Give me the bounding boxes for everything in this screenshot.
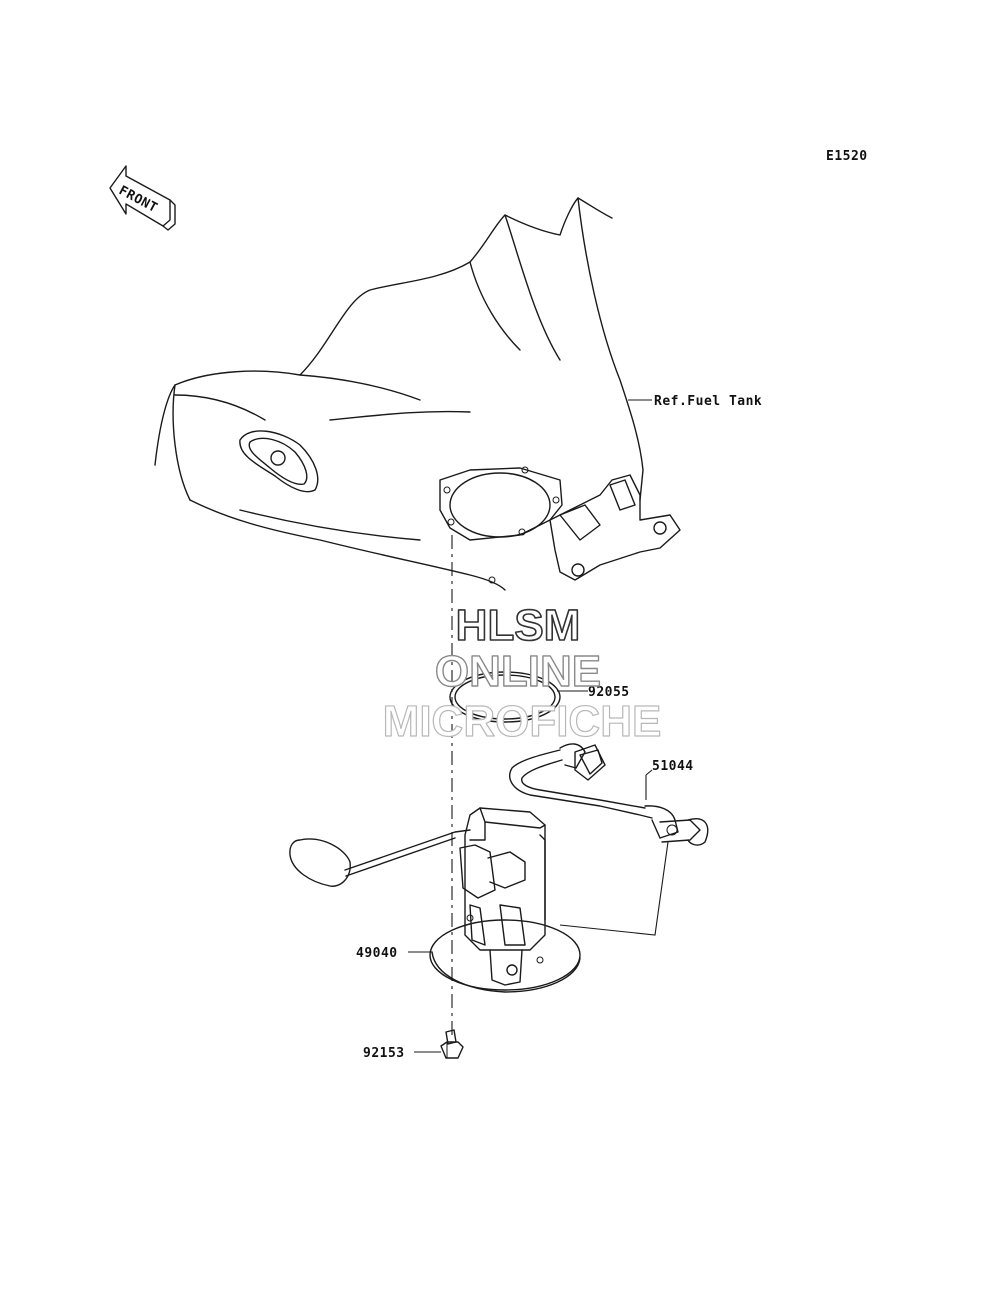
- fuel-tank: Ref.Fuel Tank: [154, 197, 762, 591]
- part-number-92153: 92153: [363, 1046, 405, 1061]
- watermark: HLSM ONLINE MICROFICHE: [382, 600, 662, 746]
- ref-fuel-tank-label: Ref.Fuel Tank: [654, 394, 762, 409]
- front-arrow-icon: FRONT: [109, 165, 176, 231]
- fuel-pump-49040: 49040: [289, 807, 669, 993]
- watermark-line3: MICROFICHE: [383, 697, 662, 746]
- watermark-line1: HLSM: [456, 601, 581, 650]
- part-number-49040: 49040: [356, 946, 398, 961]
- watermark-line2: ONLINE: [435, 647, 601, 696]
- bolt-92153: 92153: [363, 1029, 464, 1061]
- diagram-code: E1520: [826, 149, 868, 164]
- part-number-51044: 51044: [652, 759, 694, 774]
- part-number-92055: 92055: [588, 685, 630, 700]
- o-ring-92055: 92055: [449, 671, 630, 723]
- fuel-hose-51044: 51044: [509, 743, 709, 846]
